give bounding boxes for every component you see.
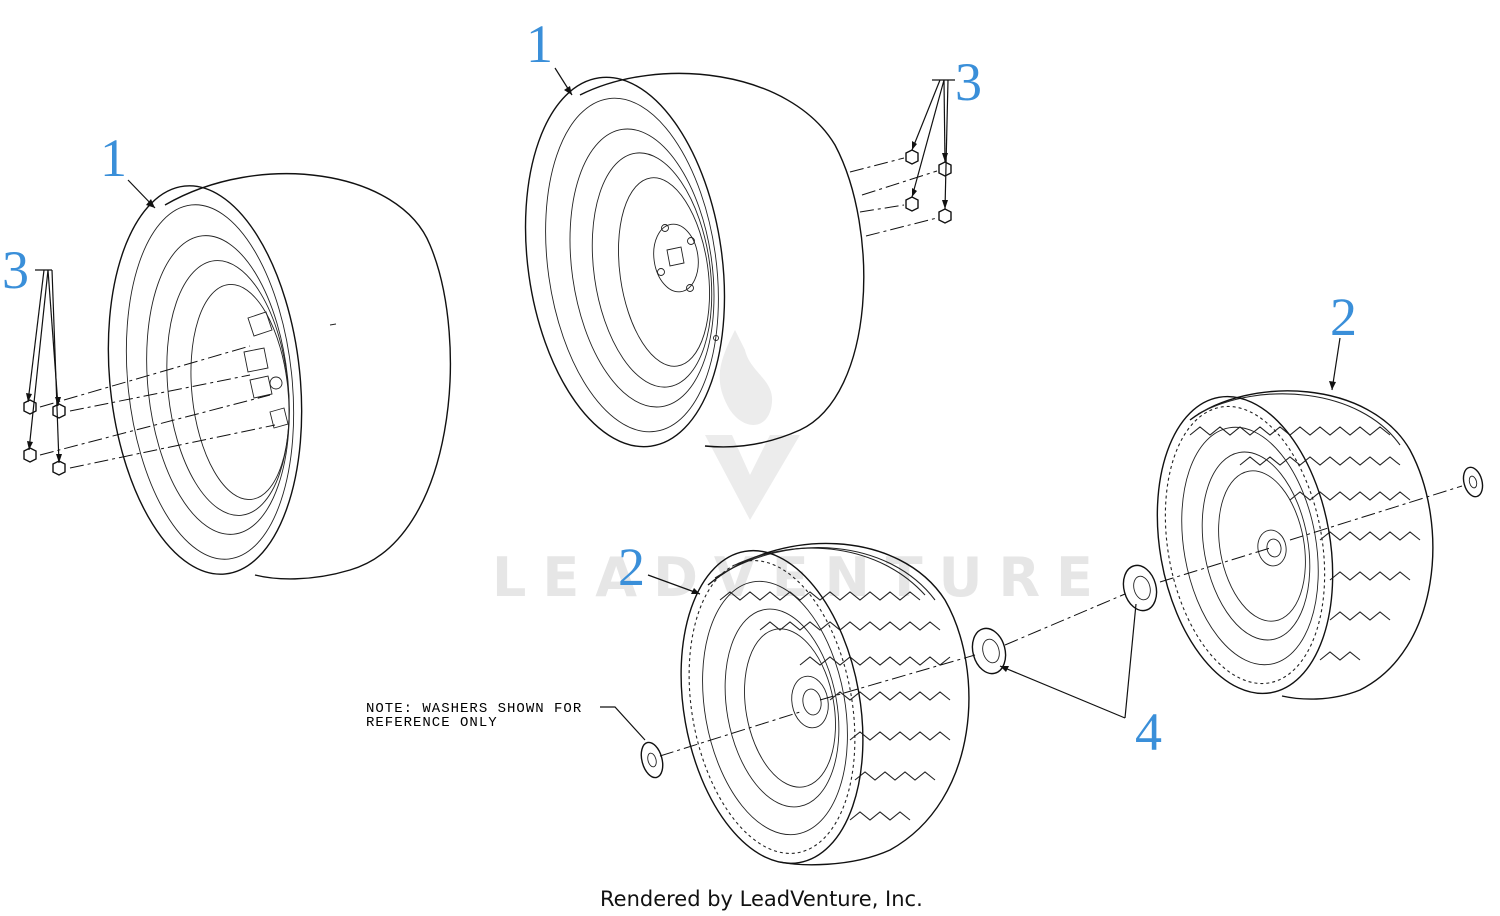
washers (640, 466, 1484, 779)
note-line-2: REFERENCE ONLY (366, 715, 498, 731)
watermark: LEADVENTURE (492, 330, 1109, 609)
wheel-treaded-center (680, 542, 970, 866)
callout-2-center: 2 (618, 537, 645, 597)
lug-nuts-left (23, 345, 276, 476)
wheel-smooth-top (524, 72, 865, 448)
callout-3-top: 3 (955, 52, 982, 112)
note-line-1: NOTE: WASHERS SHOWN FOR (366, 701, 582, 717)
callout-3-left: 3 (2, 240, 29, 300)
callout-4: 4 (1135, 702, 1162, 762)
callout-2-right: 2 (1330, 287, 1357, 347)
callout-1-top: 1 (526, 14, 553, 74)
watermark-text: LEADVENTURE (492, 546, 1109, 609)
wheel-treaded-right (1156, 390, 1434, 700)
lug-nuts-top (849, 149, 952, 237)
leader-lines (26, 67, 1341, 741)
wheel-smooth-left (107, 173, 452, 580)
credit-text: Rendered by LeadVenture, Inc. (600, 887, 923, 911)
callout-1-left: 1 (100, 128, 127, 188)
